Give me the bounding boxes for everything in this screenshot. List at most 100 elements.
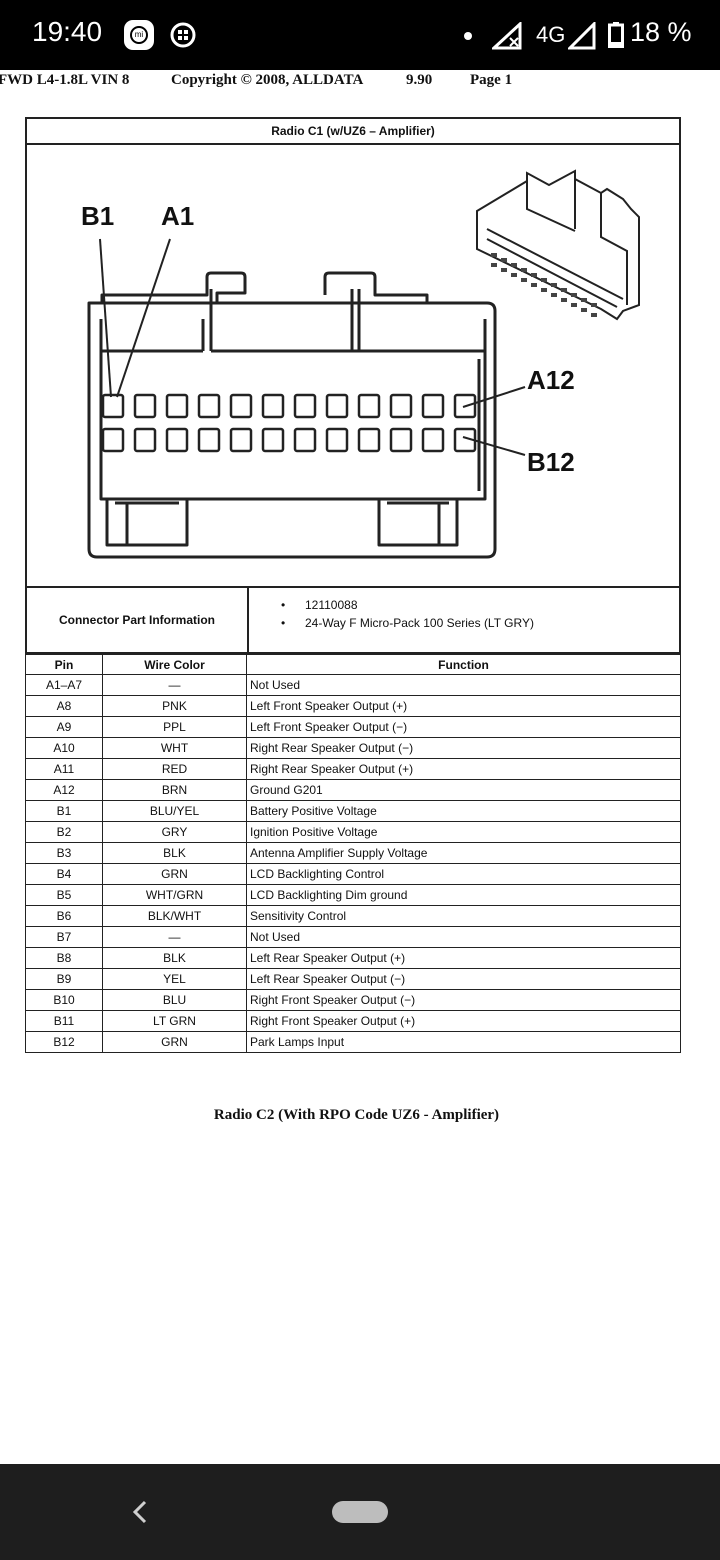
function-cell: Right Rear Speaker Output (−) <box>246 737 681 759</box>
pin-cavity <box>357 427 381 453</box>
list-item: 12110088 <box>281 596 534 614</box>
wire-color-cell: LT GRN <box>102 1010 247 1032</box>
pin-cell: B5 <box>25 884 103 906</box>
pin-cavity <box>133 427 157 453</box>
pin-cavity <box>357 393 381 419</box>
document-header: FWD L4-1.8L VIN 8 Copyright © 2008, ALLD… <box>0 70 720 94</box>
wire-color-cell: WHT <box>102 737 247 759</box>
battery-icon <box>608 22 624 48</box>
wire-color-cell: PNK <box>102 695 247 717</box>
list-item: 24-Way F Micro-Pack 100 Series (LT GRY) <box>281 614 534 632</box>
wire-color-cell: GRN <box>102 863 247 885</box>
perspective-pin <box>521 278 527 282</box>
column-header-wire-color: Wire Color <box>102 654 247 675</box>
perspective-pin <box>511 273 517 277</box>
pin-cell: A1–A7 <box>25 674 103 696</box>
function-cell: Ground G201 <box>246 779 681 801</box>
wire-color-cell: — <box>102 674 247 696</box>
perspective-pin <box>501 268 507 272</box>
connector-face-drawing <box>87 169 640 559</box>
battery-percent: 18 % <box>630 17 692 47</box>
function-cell: Left Rear Speaker Output (−) <box>246 968 681 990</box>
function-cell: Antenna Amplifier Supply Voltage <box>246 842 681 864</box>
pin-cavity <box>421 393 445 419</box>
function-cell: LCD Backlighting Dim ground <box>246 884 681 906</box>
wire-color-cell: BLK/WHT <box>102 905 247 927</box>
pin-cavity <box>325 427 349 453</box>
perspective-pin <box>551 283 557 287</box>
perspective-pin <box>591 303 597 307</box>
pin-cavity <box>293 393 317 419</box>
function-cell: Right Rear Speaker Output (+) <box>246 758 681 780</box>
pin-cell: B2 <box>25 821 103 843</box>
clock: 19:40 <box>32 16 103 47</box>
connector-info-list: 12110088 24-Way F Micro-Pack 100 Series … <box>281 596 534 632</box>
function-cell: Battery Positive Voltage <box>246 800 681 822</box>
pin-cavity <box>261 393 285 419</box>
function-cell: Ignition Positive Voltage <box>246 821 681 843</box>
function-cell: Not Used <box>246 674 681 696</box>
perspective-pin <box>491 263 497 267</box>
function-cell: Right Front Speaker Output (−) <box>246 989 681 1011</box>
wire-color-cell: PPL <box>102 716 247 738</box>
wire-color-cell: YEL <box>102 968 247 990</box>
connector-part-info: Connector Part Information 12110088 24-W… <box>25 588 681 654</box>
wire-color-cell: — <box>102 926 247 948</box>
perspective-pin <box>491 253 497 257</box>
pin-cavity <box>229 393 253 419</box>
pin-cavity <box>389 427 413 453</box>
pin-cell: B6 <box>25 905 103 927</box>
pin-cell: A11 <box>25 758 103 780</box>
perspective-pin <box>571 303 577 307</box>
perspective-pin <box>531 273 537 277</box>
pin-cavity <box>165 393 189 419</box>
wire-color-cell: BLK <box>102 947 247 969</box>
wire-color-cell: WHT/GRN <box>102 884 247 906</box>
version: 9.90 <box>406 72 433 88</box>
perspective-pin <box>521 268 527 272</box>
next-section-caption: Radio C2 (With RPO Code UZ6 - Amplifier) <box>213 1107 500 1123</box>
pin-cavity <box>197 427 221 453</box>
wire-color-cell: GRY <box>102 821 247 843</box>
pin-cell: B12 <box>25 1031 103 1053</box>
function-cell: Left Rear Speaker Output (+) <box>246 947 681 969</box>
function-cell: Sensitivity Control <box>246 905 681 927</box>
wire-color-cell: BLK <box>102 842 247 864</box>
pin-cell: B1 <box>25 800 103 822</box>
perspective-pin <box>561 298 567 302</box>
pin-cavity <box>261 427 285 453</box>
signal-no-sim-icon <box>492 22 522 50</box>
table-row: B7—Not Used <box>25 926 681 948</box>
function-cell: LCD Backlighting Control <box>246 863 681 885</box>
home-button[interactable] <box>332 1501 388 1523</box>
wire-color-cell: GRN <box>102 1031 247 1053</box>
pin-cell: A12 <box>25 779 103 801</box>
label-b12: B12 <box>527 447 575 477</box>
pin-cavity <box>165 427 189 453</box>
copyright: Copyright © 2008, ALLDATA <box>171 72 364 88</box>
wire-color-cell: BLU/YEL <box>102 800 247 822</box>
sync-notification-icon <box>170 22 196 48</box>
function-cell: Left Front Speaker Output (+) <box>246 695 681 717</box>
function-cell: Right Front Speaker Output (+) <box>246 1010 681 1032</box>
pin-cavity <box>101 393 125 419</box>
label-a12: A12 <box>527 365 575 395</box>
perspective-pin <box>561 288 567 292</box>
notification-dot-icon <box>464 32 472 40</box>
back-icon[interactable] <box>128 1498 150 1526</box>
perspective-pin <box>541 278 547 282</box>
pin-cell: A8 <box>25 695 103 717</box>
connector-info-heading: Connector Part Information <box>27 588 249 652</box>
vehicle-model: FWD L4-1.8L VIN 8 <box>0 72 130 88</box>
pin-cell: B9 <box>25 968 103 990</box>
